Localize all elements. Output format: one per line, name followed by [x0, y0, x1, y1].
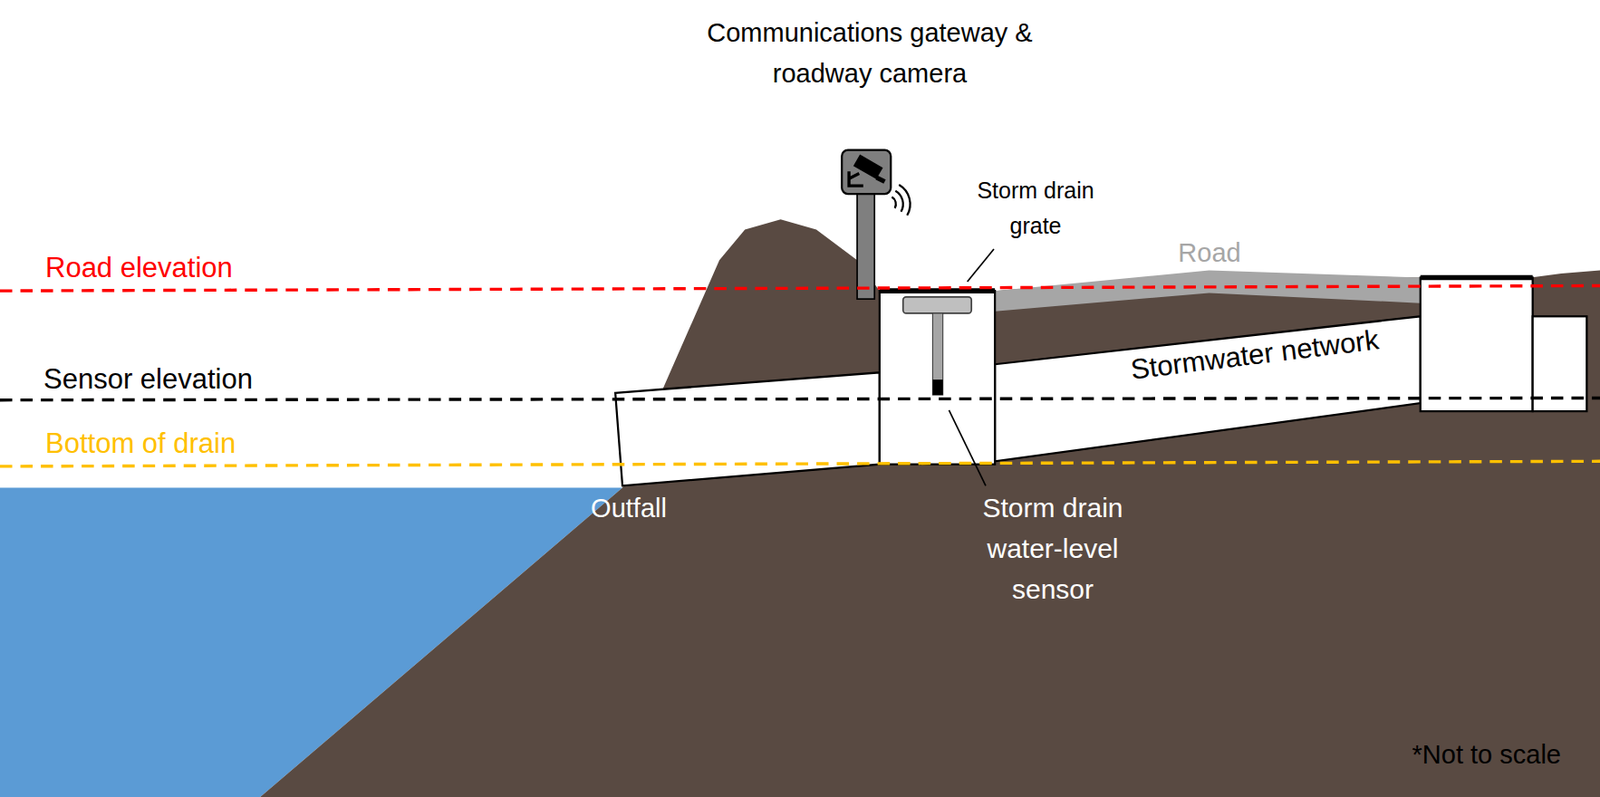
- sensor-stem: [932, 313, 943, 396]
- drain-bottom-line: [0, 461, 1600, 467]
- drain-grate: [879, 288, 995, 294]
- outfall-label: Outfall: [556, 491, 702, 525]
- camera-pole: [857, 188, 875, 299]
- note: *Not to scale: [1412, 738, 1562, 772]
- drain-box: [1420, 277, 1533, 412]
- elevation-label: Road elevation: [45, 251, 233, 285]
- road-surface: [994, 270, 1421, 312]
- sensor-elevation-line: [0, 397, 1600, 400]
- wireless-signal: [891, 184, 910, 216]
- leader-line: [948, 410, 986, 486]
- elevation-label: Sensor elevation: [43, 363, 253, 396]
- camera-icon: [848, 154, 887, 186]
- drain-grate: [1420, 275, 1533, 281]
- sensor-label: Storm drain water-level sensor: [944, 487, 1162, 610]
- network-pipe: [994, 316, 1421, 462]
- pipe-label: Stormwater network: [1090, 318, 1419, 392]
- device-label: Communications gateway & roadway camera: [706, 12, 1033, 95]
- elevation-label: Bottom of drain: [45, 427, 236, 461]
- camera-housing: [841, 150, 891, 194]
- road-elevation-line: [0, 285, 1600, 291]
- sensor-mount: [903, 297, 972, 314]
- leader-line: [967, 249, 994, 282]
- outfall-pipe: [615, 372, 880, 486]
- sensor-tip: [932, 379, 943, 396]
- ground: [260, 219, 1600, 797]
- drain-box: [879, 290, 995, 465]
- part-label: Storm drain grate: [949, 173, 1122, 244]
- road-label: Road: [1155, 236, 1264, 270]
